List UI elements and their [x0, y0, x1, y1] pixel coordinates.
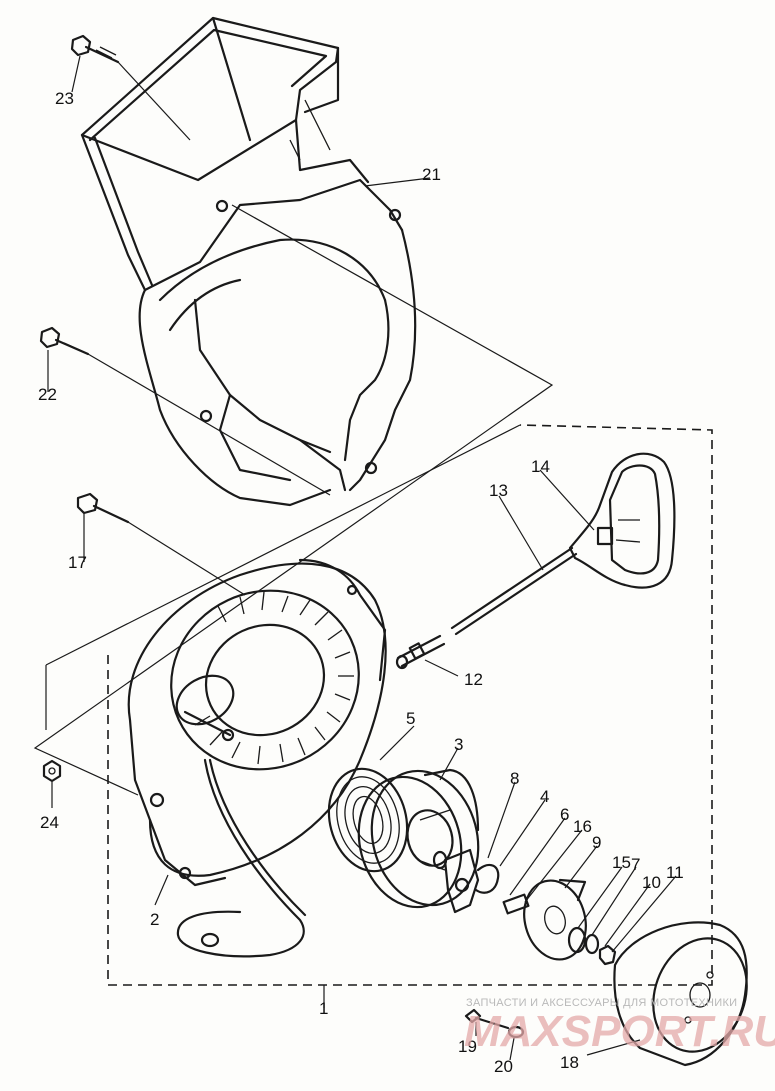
label-14: 14: [531, 457, 550, 476]
label-20: 20: [494, 1057, 513, 1076]
plate-9: [523, 878, 587, 961]
handle-14: [568, 452, 676, 589]
label-17: 17: [68, 553, 87, 572]
washer-7: [584, 933, 600, 955]
assembly-box-1: [107, 424, 713, 986]
label-1: 1: [319, 999, 328, 1018]
watermark-caption: ЗАПЧАСТИ И АКСЕССУАРЫ ДЛЯ МОТОТЕХНИКИ: [466, 997, 737, 1009]
label-19: 19: [458, 1037, 477, 1056]
fan-shroud-21: [80, 16, 417, 507]
label-24: 24: [40, 813, 59, 832]
rope-13: [450, 546, 578, 636]
part-labels: 23 21 22 17 12 13 14 5 3 8 4 6 16 9 15 7…: [38, 89, 684, 1076]
watermark: ЗАПЧАСТИ И АКСЕССУАРЫ ДЛЯ МОТОТЕХНИКИ MA…: [464, 997, 775, 1056]
label-21: 21: [422, 165, 441, 184]
starter-case-2: [127, 558, 387, 958]
label-22: 22: [38, 385, 57, 404]
ratchet-cup-18: [613, 921, 748, 1067]
label-12: 12: [464, 670, 483, 689]
label-leaders: [47, 55, 677, 1061]
leader-23: [117, 61, 191, 141]
label-15: 15: [612, 853, 631, 872]
washer-15: [567, 926, 587, 954]
label-18: 18: [560, 1053, 579, 1072]
bolt-23: [70, 34, 120, 64]
label-4: 4: [540, 787, 549, 806]
label-23: 23: [55, 89, 74, 108]
label-11: 11: [666, 863, 684, 882]
label-9: 9: [592, 833, 601, 852]
bolt-17: [76, 492, 130, 524]
bolt-22: [39, 326, 90, 356]
watermark-logo: MAXSPORT.RU: [464, 1007, 775, 1056]
label-10: 10: [642, 873, 661, 892]
pawl-8: [443, 848, 480, 914]
label-7: 7: [631, 855, 640, 874]
label-2: 2: [150, 910, 159, 929]
nut-24: [42, 759, 62, 783]
reel-3: [357, 768, 480, 909]
label-16: 16: [573, 817, 592, 836]
washer-20: [507, 1025, 525, 1039]
assembly-outline: [33, 204, 554, 796]
nut-10-11: [598, 944, 617, 966]
label-5: 5: [406, 709, 415, 728]
bolt-19: [464, 1008, 510, 1030]
label-3: 3: [454, 735, 463, 754]
label-6: 6: [560, 805, 569, 824]
label-13: 13: [489, 481, 508, 500]
shaft-12: [395, 634, 446, 670]
leader-17: [127, 521, 246, 596]
leader-22: [87, 353, 331, 496]
label-8: 8: [510, 769, 519, 788]
spring-4: [474, 863, 500, 894]
spring-5: [327, 767, 409, 873]
assembly-outline-2: [45, 424, 521, 666]
